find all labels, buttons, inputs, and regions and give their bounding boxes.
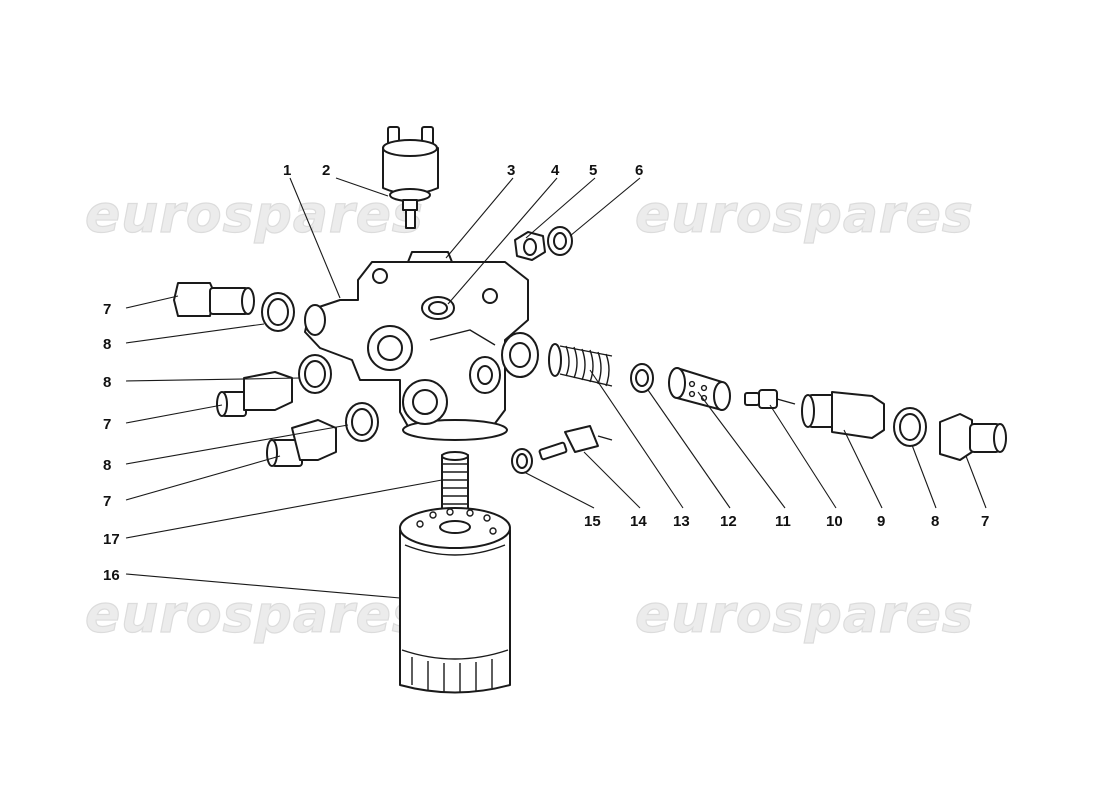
callout-1: 1 (283, 162, 291, 179)
callout-10: 10 (826, 513, 843, 530)
part-fitting-7-upper-left (173, 282, 255, 317)
part-spring-13 (548, 343, 613, 387)
callout-7-d: 7 (981, 513, 989, 530)
callout-7-b: 7 (103, 416, 111, 433)
part-washer-8-d (893, 407, 927, 447)
callout-14: 14 (630, 513, 647, 530)
watermark-bottom-right: eurospares (635, 585, 974, 645)
part-pressure-sender (382, 126, 439, 229)
callout-6: 6 (635, 162, 643, 179)
part-fitting-9 (801, 391, 885, 439)
callout-3: 3 (507, 162, 515, 179)
callout-9: 9 (877, 513, 885, 530)
part-fitting-7-middle-left (216, 371, 293, 417)
callout-8-d: 8 (931, 513, 939, 530)
part-fitting-7-right (939, 413, 1007, 461)
callout-17: 17 (103, 531, 120, 548)
callout-8-c: 8 (103, 457, 111, 474)
part-washer-8-c (345, 402, 379, 442)
part-washer-6 (547, 226, 573, 256)
part-temp-sensor-14 (538, 425, 613, 461)
callout-11: 11 (775, 513, 791, 530)
callout-8-a: 8 (103, 336, 111, 353)
callout-15: 15 (584, 513, 601, 530)
part-fitting-7-lower-left (266, 419, 337, 467)
part-nut (514, 231, 546, 261)
callout-5: 5 (589, 162, 597, 179)
part-washer-12 (630, 363, 654, 393)
part-filter-valve-11 (668, 367, 731, 411)
part-filter-housing (304, 261, 539, 441)
part-oil-filter-16 (399, 507, 511, 694)
part-sensor-10 (744, 389, 796, 409)
callout-4: 4 (551, 162, 560, 179)
callout-labels: 1 2 3 4 5 6 7 8 8 7 8 7 17 16 15 14 13 1… (103, 162, 989, 584)
callout-13: 13 (673, 513, 690, 530)
callout-7-a: 7 (103, 301, 111, 318)
watermark-top-left: eurospares (85, 185, 424, 245)
part-washer-8-b (298, 354, 332, 394)
callout-12: 12 (720, 513, 737, 530)
watermark-group: eurospares eurospares eurospares eurospa… (84, 184, 974, 645)
callout-16: 16 (103, 567, 120, 584)
callout-8-b: 8 (103, 374, 111, 391)
watermark-bottom-left: eurospares (85, 585, 424, 645)
callout-7-c: 7 (103, 493, 111, 510)
watermark-top-right: eurospares (635, 185, 974, 245)
part-washer-15 (511, 448, 533, 474)
part-stud-17 (441, 451, 469, 514)
part-washer-8-a (261, 292, 295, 332)
leader-lines (125, 177, 987, 599)
callout-2: 2 (322, 162, 330, 179)
